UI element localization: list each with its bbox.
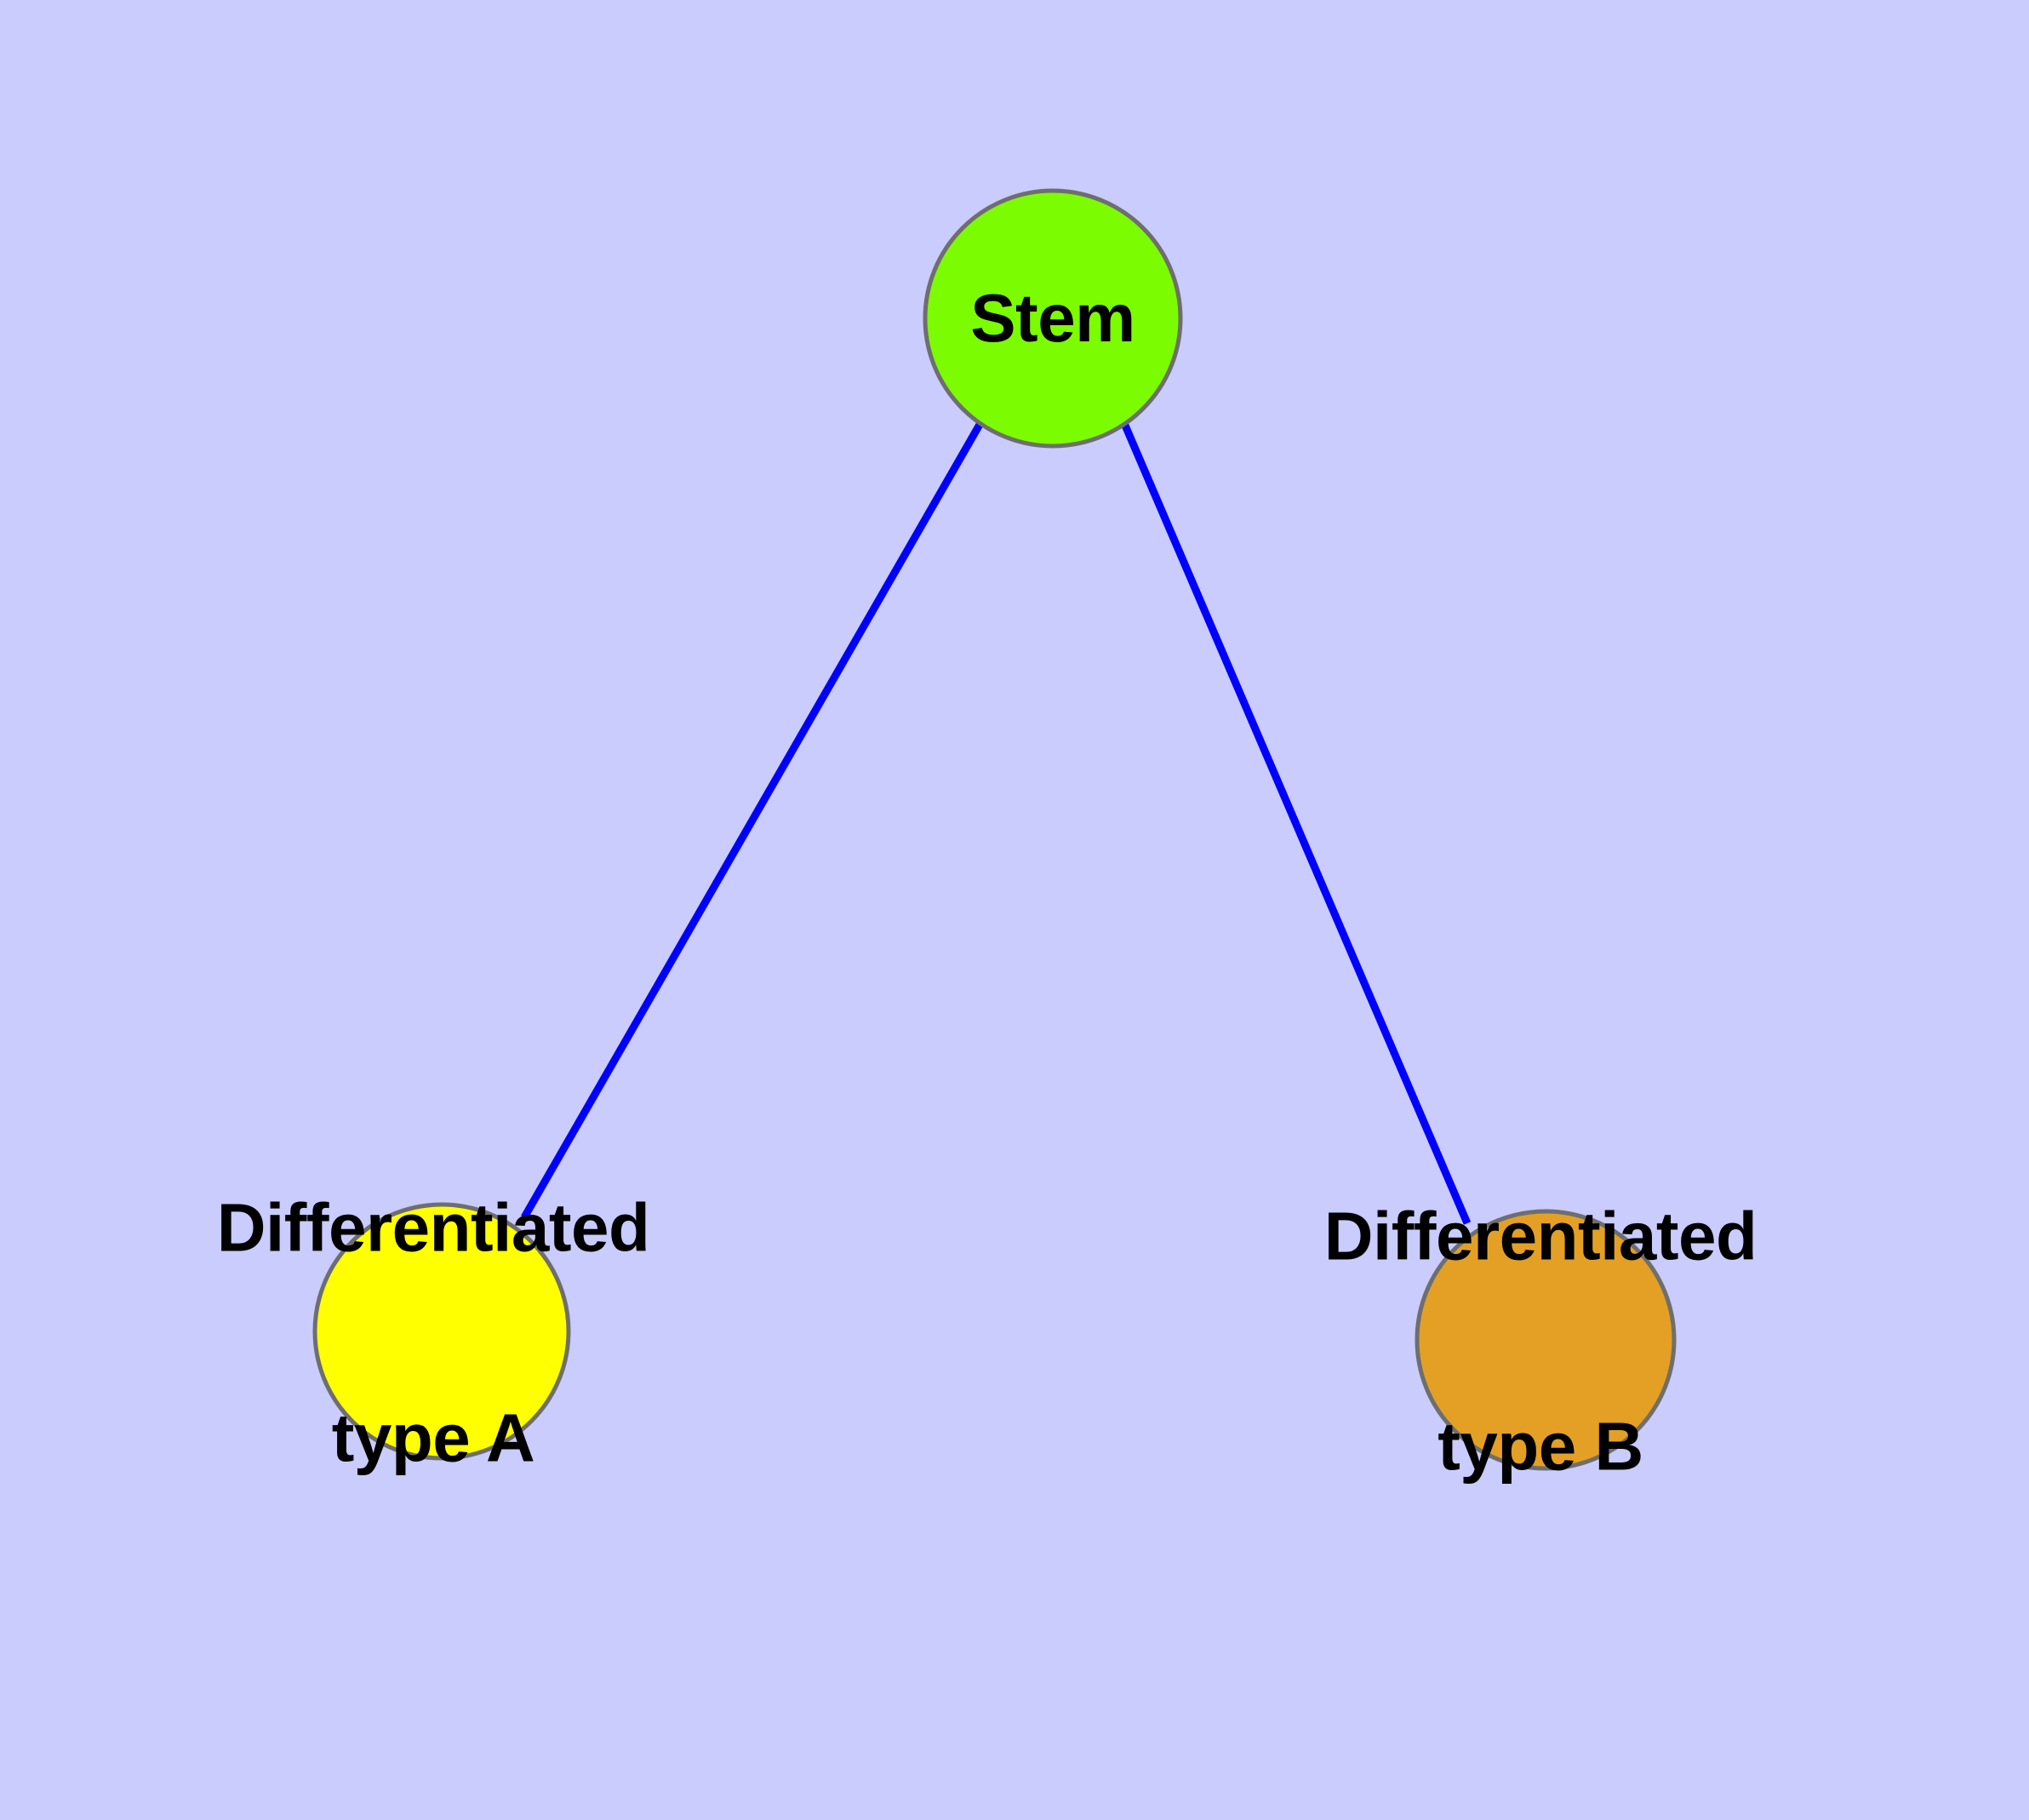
node-differentiated-type-a[interactable] [312, 1202, 571, 1461]
node-stem[interactable] [923, 188, 1183, 449]
edge-stem-to-differentiated-type-a[interactable] [521, 421, 984, 1220]
edge-layer [521, 420, 1472, 1225]
edge-stem-to-differentiated-type-b[interactable] [1119, 420, 1472, 1225]
node-differentiated-type-b[interactable] [1415, 1209, 1677, 1471]
node-layer [312, 188, 1677, 1471]
